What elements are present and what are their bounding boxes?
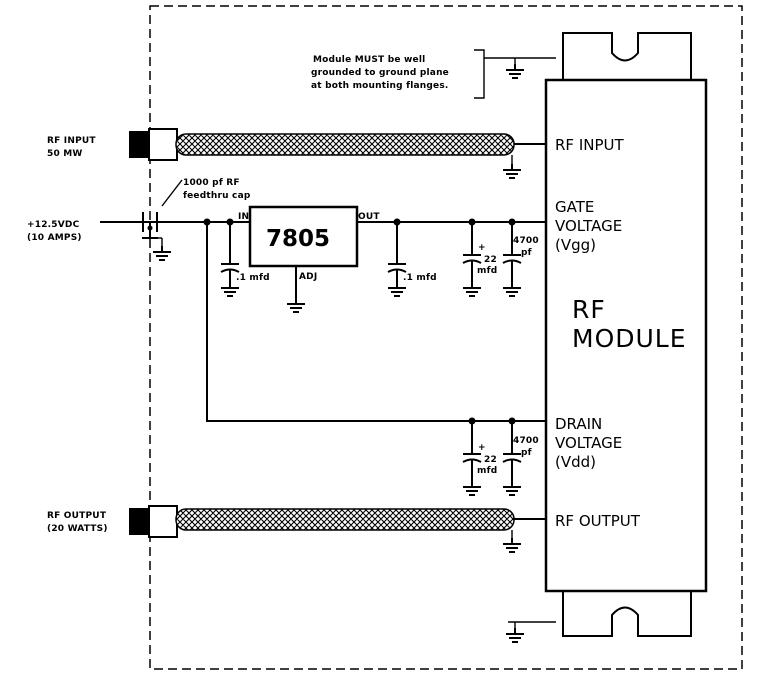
rf-input-power: 50 MW bbox=[47, 149, 83, 159]
rf-input-label: RF INPUT bbox=[47, 136, 96, 146]
pin-rf-input: RF INPUT bbox=[555, 136, 624, 154]
rf-output-power: (20 WATTS) bbox=[47, 524, 108, 534]
board-outline bbox=[149, 5, 743, 670]
regulator-adj-label: ADJ bbox=[299, 272, 317, 282]
pin-drain-3: (Vdd) bbox=[555, 453, 596, 471]
pin-drain-2: VOLTAGE bbox=[555, 434, 622, 452]
cap-drain-22: 22 bbox=[484, 455, 497, 465]
rf-module-body bbox=[544, 78, 708, 593]
rf-input-coax bbox=[129, 128, 546, 179]
cap-drain-4700-unit: pf bbox=[521, 448, 532, 458]
cap-drain-4700: 4700 bbox=[513, 436, 539, 446]
regulator-part-number: 7805 bbox=[266, 226, 330, 252]
pin-gate-1: GATE bbox=[555, 198, 594, 216]
pin-gate-3: (Vgg) bbox=[555, 236, 596, 254]
supply-voltage-label: +12.5VDC bbox=[27, 220, 80, 230]
rf-output-label: RF OUTPUT bbox=[47, 511, 107, 521]
cap-drain-plus: + bbox=[478, 443, 486, 453]
feedthru-label-2: feedthru cap bbox=[183, 191, 251, 201]
rf-module: RF MODULE RF INPUT GATE VOLTAGE (Vgg) DR… bbox=[544, 32, 708, 637]
main-wiring bbox=[100, 205, 546, 496]
module-title-module: MODULE bbox=[572, 324, 687, 353]
pin-rf-output: RF OUTPUT bbox=[555, 512, 641, 530]
supply-current-label: (10 AMPS) bbox=[27, 233, 82, 243]
regulator-in-label: IN bbox=[238, 212, 249, 222]
cap-gate-22-unit: mfd bbox=[477, 266, 497, 276]
cap-input-value: .1 mfd bbox=[236, 273, 270, 283]
cap-gate-22: 22 bbox=[484, 255, 497, 265]
svg-text:Module MUST be well: Module MUST be well bbox=[313, 55, 425, 65]
cap-drain-22-unit: mfd bbox=[477, 466, 497, 476]
cap-output-value: .1 mfd bbox=[403, 273, 437, 283]
grounding-note: Module MUST be well grounded to ground p… bbox=[311, 49, 556, 99]
pin-gate-2: VOLTAGE bbox=[555, 217, 622, 235]
pin-drain-1: DRAIN bbox=[555, 415, 602, 433]
svg-text:grounded to ground plane: grounded to ground plane bbox=[311, 68, 449, 78]
svg-text:at both mounting flanges.: at both mounting flanges. bbox=[311, 81, 449, 91]
regulator-out-label: OUT bbox=[358, 212, 380, 222]
cap-gate-4700-unit: pf bbox=[521, 248, 532, 258]
cap-gate-4700: 4700 bbox=[513, 236, 539, 246]
regulator-7805 bbox=[248, 205, 359, 268]
module-title-rf: RF bbox=[572, 295, 606, 324]
cap-gate-plus: + bbox=[478, 243, 486, 253]
rf-output-coax bbox=[129, 505, 546, 553]
feedthru-label-1: 1000 pf RF bbox=[183, 178, 240, 188]
